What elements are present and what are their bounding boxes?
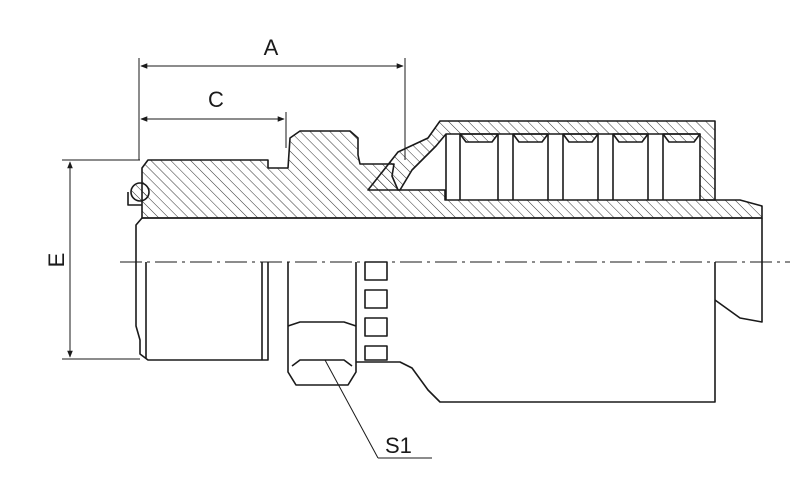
- dimension-e: E: [44, 159, 140, 360]
- socket-ribs: [445, 134, 664, 200]
- fitting-body-section: [141, 130, 763, 219]
- collar-step-2: [364, 289, 388, 309]
- dimension-label-s1: S1: [385, 433, 412, 458]
- leader-s1: S1: [324, 359, 432, 459]
- hex-facet-lower: [291, 359, 353, 367]
- collar-step-1: [364, 261, 388, 281]
- section-view-upper: [141, 120, 763, 219]
- external-view-lower: [135, 217, 763, 403]
- socket-exterior-lower: [356, 262, 716, 403]
- stem-end-lower: [714, 218, 763, 323]
- dimension-label-e: E: [44, 253, 69, 268]
- o-ring-circle: [130, 182, 150, 202]
- dimension-c: C: [140, 87, 287, 148]
- socket-shell-section: [367, 120, 716, 201]
- socket-rib-teeth: [459, 133, 701, 143]
- o-ring: [127, 182, 150, 206]
- collar-step-3: [364, 317, 388, 337]
- thread-end-lower: [135, 217, 269, 361]
- o-ring-groove: [127, 192, 142, 206]
- hex-nut-lower: [287, 262, 357, 386]
- dimension-label-a: A: [264, 35, 279, 60]
- leader-line-s1: [324, 359, 379, 459]
- hex-facet-upper: [287, 321, 357, 327]
- dimension-label-c: C: [208, 87, 224, 112]
- dimension-a: A: [138, 35, 406, 160]
- collar-step-4: [364, 345, 388, 361]
